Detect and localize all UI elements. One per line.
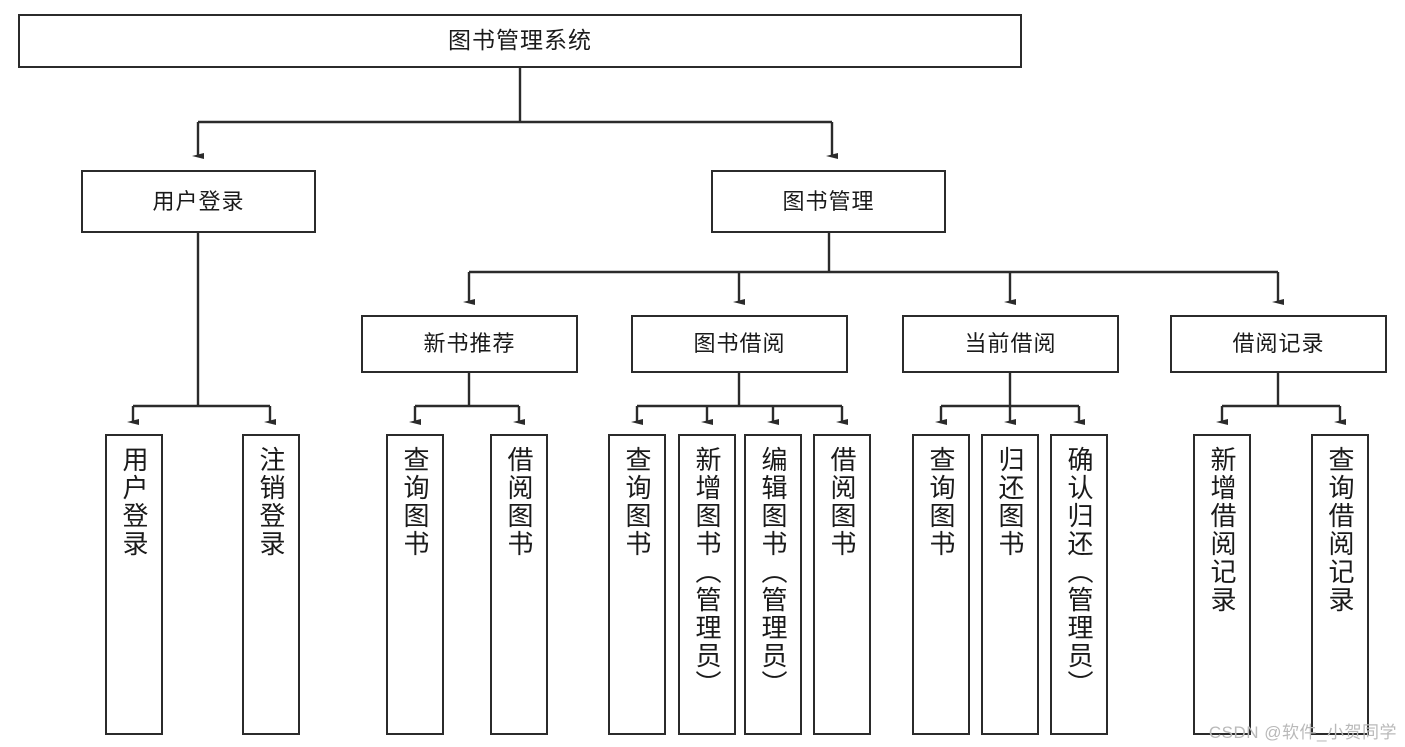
node-label: 查询图书 <box>400 446 431 558</box>
csdn-watermark: CSDN @软件_小贺同学 <box>1208 723 1397 742</box>
node-label: 借阅图书 <box>504 446 535 558</box>
leaf-current-borrow-query-book[interactable]: 查询图书 <box>912 434 970 735</box>
node-label: 借阅记录 <box>1232 331 1325 357</box>
leaf-user-login-logout[interactable]: 注销登录 <box>242 434 300 735</box>
node-new-book-recommend[interactable]: 新书推荐 <box>361 315 578 373</box>
node-user-login[interactable]: 用户登录 <box>81 170 316 233</box>
node-label: 新书推荐 <box>423 331 516 357</box>
node-label: 用户登录 <box>119 446 150 558</box>
node-label: 当前借阅 <box>964 331 1057 357</box>
node-label: 图书管理系统 <box>448 27 592 54</box>
node-label: 归还图书 <box>995 446 1026 558</box>
leaf-new-book-borrow-book[interactable]: 借阅图书 <box>490 434 548 735</box>
node-book-borrow[interactable]: 图书借阅 <box>631 315 848 373</box>
leaf-current-borrow-confirm-return-admin[interactable]: 确认归还（管理员） <box>1050 434 1108 735</box>
node-book-management[interactable]: 图书管理 <box>711 170 946 233</box>
node-label: 查询图书 <box>622 446 653 558</box>
leaf-book-borrow-borrow-book[interactable]: 借阅图书 <box>813 434 871 735</box>
leaf-book-borrow-query-book[interactable]: 查询图书 <box>608 434 666 735</box>
node-label: 用户登录 <box>152 188 245 214</box>
node-label: 借阅图书 <box>827 446 858 558</box>
node-label: 图书借阅 <box>693 331 786 357</box>
leaf-book-borrow-edit-book-admin[interactable]: 编辑图书（管理员） <box>744 434 802 735</box>
leaf-user-login-login[interactable]: 用户登录 <box>105 434 163 735</box>
leaf-borrow-record-add-record[interactable]: 新增借阅记录 <box>1193 434 1251 735</box>
node-borrow-record[interactable]: 借阅记录 <box>1170 315 1387 373</box>
leaf-book-borrow-add-book-admin[interactable]: 新增图书（管理员） <box>678 434 736 735</box>
leaf-borrow-record-query-record[interactable]: 查询借阅记录 <box>1311 434 1369 735</box>
node-current-borrow[interactable]: 当前借阅 <box>902 315 1119 373</box>
node-label: 确认归还（管理员） <box>1064 446 1095 698</box>
node-label: 查询图书 <box>926 446 957 558</box>
node-label: 图书管理 <box>782 188 875 214</box>
node-label: 编辑图书（管理员） <box>758 446 789 698</box>
node-label: 新增图书（管理员） <box>692 446 723 698</box>
node-label: 查询借阅记录 <box>1325 446 1356 614</box>
leaf-new-book-query-book[interactable]: 查询图书 <box>386 434 444 735</box>
node-label: 新增借阅记录 <box>1207 446 1238 614</box>
leaf-current-borrow-return-book[interactable]: 归还图书 <box>981 434 1039 735</box>
node-root-book-management-system[interactable]: 图书管理系统 <box>18 14 1022 68</box>
node-label: 注销登录 <box>256 446 287 558</box>
